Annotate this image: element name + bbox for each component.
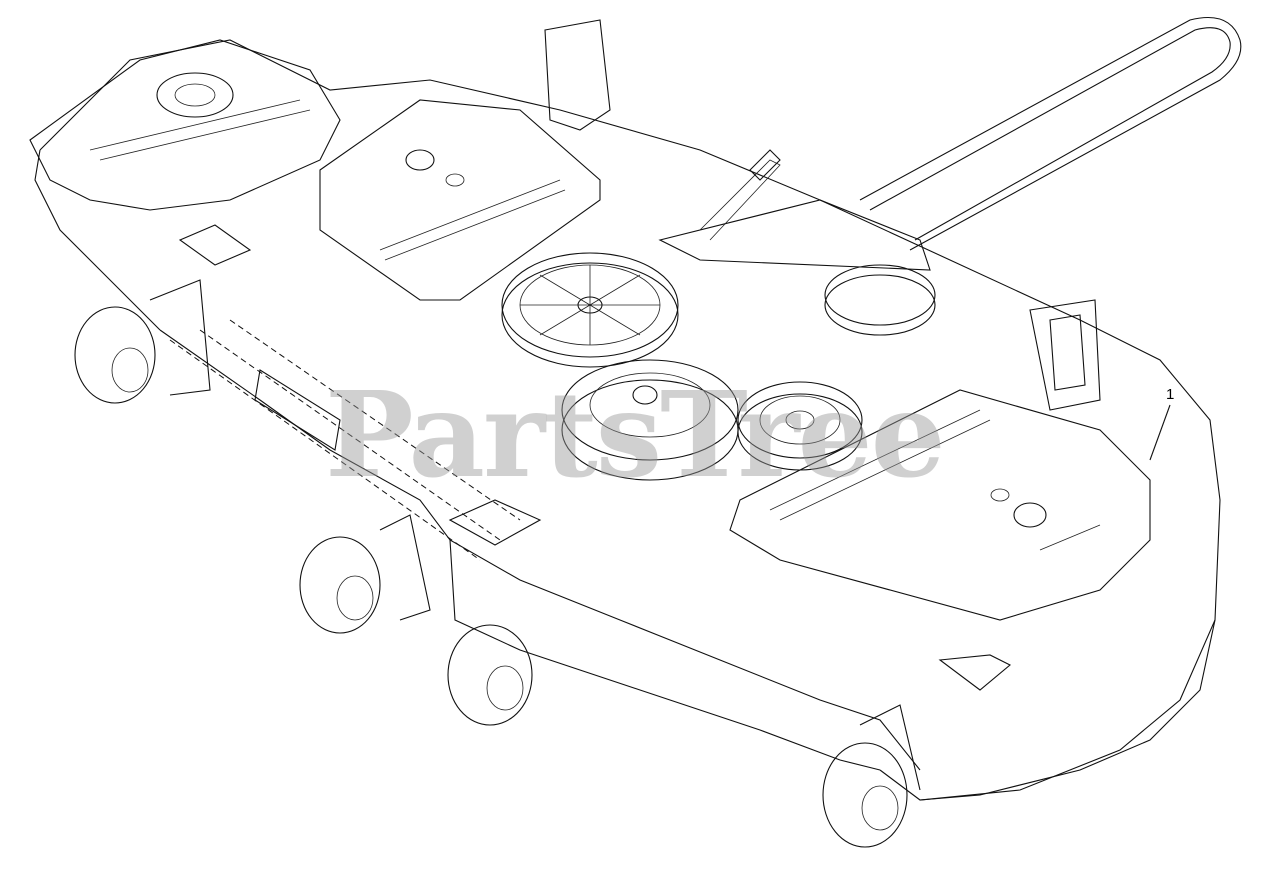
wheel-front-right [822, 704, 921, 848]
idler-arm [658, 149, 931, 271]
wheel-mid-left [299, 514, 431, 634]
deck-shell [34, 39, 1221, 801]
left-spindle-cover [29, 39, 341, 211]
right-pulley [737, 381, 863, 471]
drive-belt [859, 16, 1242, 251]
callout-leader-1 [1149, 404, 1171, 461]
left-pulley [501, 252, 679, 368]
callout-label-1: 1 [1166, 386, 1175, 403]
deck-brackets [544, 19, 1101, 411]
wheel-front-left [74, 279, 211, 404]
center-pulley [561, 359, 739, 481]
idler-pulley [824, 264, 936, 336]
decals [178, 224, 1011, 691]
wheel-mid [447, 624, 533, 726]
center-spindle-cover [319, 99, 601, 301]
right-spindle-cover [729, 389, 1151, 621]
